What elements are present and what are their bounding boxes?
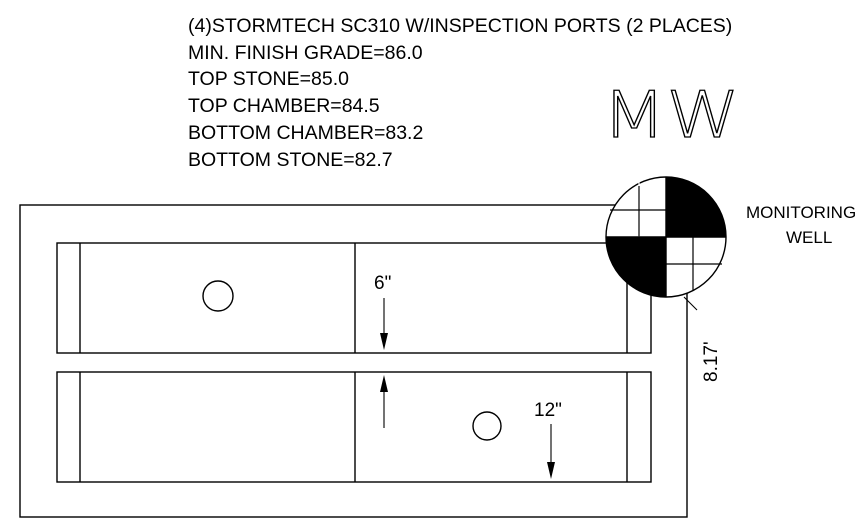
chamber-row-lower (56, 371, 652, 483)
arrowhead (547, 462, 555, 479)
chamber-row-upper (56, 242, 652, 354)
note-system: (4)STORMTECH SC310 W/INSPECTION PORTS (2… (188, 15, 732, 37)
inspection-port-circle (202, 280, 234, 312)
chamber-outline (56, 242, 652, 354)
monitoring-well-symbol (605, 176, 727, 298)
note-finish-grade: MIN. FINISH GRADE=86.0 (188, 42, 423, 64)
dimension-12-inch: 12" (534, 400, 562, 479)
well-quadrant-filled (606, 237, 666, 297)
monitoring-well-label-line1: MONITORING (746, 203, 856, 222)
dimension-label-offset: 8.17' (701, 341, 722, 382)
dimension-offset: 8.17' (683, 296, 722, 382)
note-top-chamber: TOP CHAMBER=84.5 (188, 95, 380, 117)
dimension-label-6-inch: 6" (374, 273, 391, 294)
dimension-6-inch: 6" (374, 273, 391, 428)
note-bottom-stone: BOTTOM STONE=82.7 (188, 149, 393, 171)
note-top-stone: TOP STONE=85.0 (188, 68, 349, 90)
well-quadrant-filled (666, 177, 726, 237)
dimension-label-12-inch: 12" (534, 400, 562, 421)
arrowhead (380, 333, 388, 350)
inspection-port-circle (472, 411, 502, 441)
notes-block: (4)STORMTECH SC310 W/INSPECTION PORTS (2… (188, 15, 732, 171)
chamber-outline (56, 371, 652, 483)
stone-bed-outline (19, 204, 688, 518)
mw-symbol-label: MW (602, 79, 740, 153)
monitoring-well-label-line2: WELL (786, 228, 832, 247)
note-bottom-chamber: BOTTOM CHAMBER=83.2 (188, 122, 423, 144)
dimension-leader (683, 296, 698, 311)
arrowhead (380, 375, 388, 392)
